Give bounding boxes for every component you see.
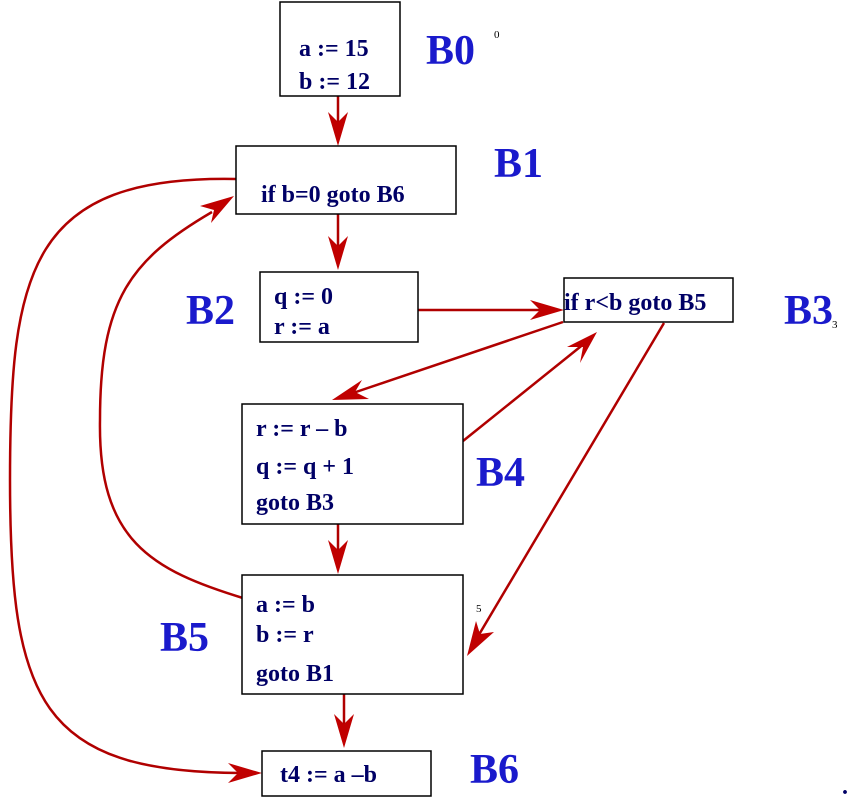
mark-0: 0 (494, 29, 500, 41)
block-b5-line-2: b := r (256, 622, 314, 648)
block-b3-label: B3 (784, 288, 833, 334)
block-b3-box (563, 277, 734, 323)
block-b2-line-2: r := a (274, 314, 330, 340)
block-b2-line-1: q := 0 (274, 284, 333, 310)
edge-b5-b6 (334, 694, 354, 748)
block-b4-label: B4 (476, 450, 525, 496)
block-b2: q := 0 r := a B2 (186, 271, 419, 343)
edges (8, 96, 666, 783)
edge-b5-b1 (98, 196, 247, 601)
block-b5-box (241, 574, 464, 695)
block-b0-line-1: a := 15 (299, 36, 369, 62)
edge-b2-b3 (418, 300, 564, 320)
block-b3: if r<b goto B5 B3 3 (563, 277, 838, 334)
edge-b4-b5 (328, 524, 348, 574)
block-b2-label: B2 (186, 288, 235, 334)
edge-b3-b4 (332, 320, 564, 400)
block-b4-line-2: q := q + 1 (256, 454, 354, 480)
block-b1-line-1: if b=0 goto B6 (261, 182, 405, 208)
block-b0-label: B0 (426, 28, 475, 74)
edge-b4-b3 (462, 332, 597, 442)
block-b0-box (279, 1, 401, 97)
edge-b3-b5 (467, 322, 666, 656)
block-b6-label: B6 (470, 747, 519, 793)
mark-dot: . (842, 774, 848, 798)
edge-b0-b1 (328, 96, 348, 146)
block-b4-line-1: r := r – b (256, 416, 347, 442)
edge-b1-b2 (328, 214, 348, 270)
block-b1: if b=0 goto B6 B1 (235, 141, 543, 215)
block-b5-line-1: a := b (256, 592, 315, 618)
block-b5: a := b b := r goto B1 B5 5 (160, 574, 482, 695)
block-b6-line-1: t4 := a –b (280, 762, 377, 788)
block-b5-label: B5 (160, 615, 209, 661)
block-b6: t4 := a –b B6 (261, 747, 519, 797)
block-b4-line-3: goto B3 (256, 490, 334, 516)
block-b1-label: B1 (494, 141, 543, 187)
block-b4-box (241, 403, 464, 525)
block-b1-box (235, 145, 457, 215)
edge-b1-b6 (8, 177, 262, 783)
block-b0-line-2: b := 12 (299, 69, 370, 95)
block-b5-line-3: goto B1 (256, 661, 334, 687)
mark-5: 5 (476, 603, 482, 615)
block-b0: a := 15 b := 12 B0 0 (279, 1, 500, 97)
block-b6-box (261, 750, 432, 797)
mark-3: 3 (832, 319, 838, 331)
block-b4: r := r – b q := q + 1 goto B3 B4 (241, 403, 525, 525)
block-b2-box (259, 271, 419, 343)
block-b3-line-1: if r<b goto B5 (564, 290, 706, 316)
